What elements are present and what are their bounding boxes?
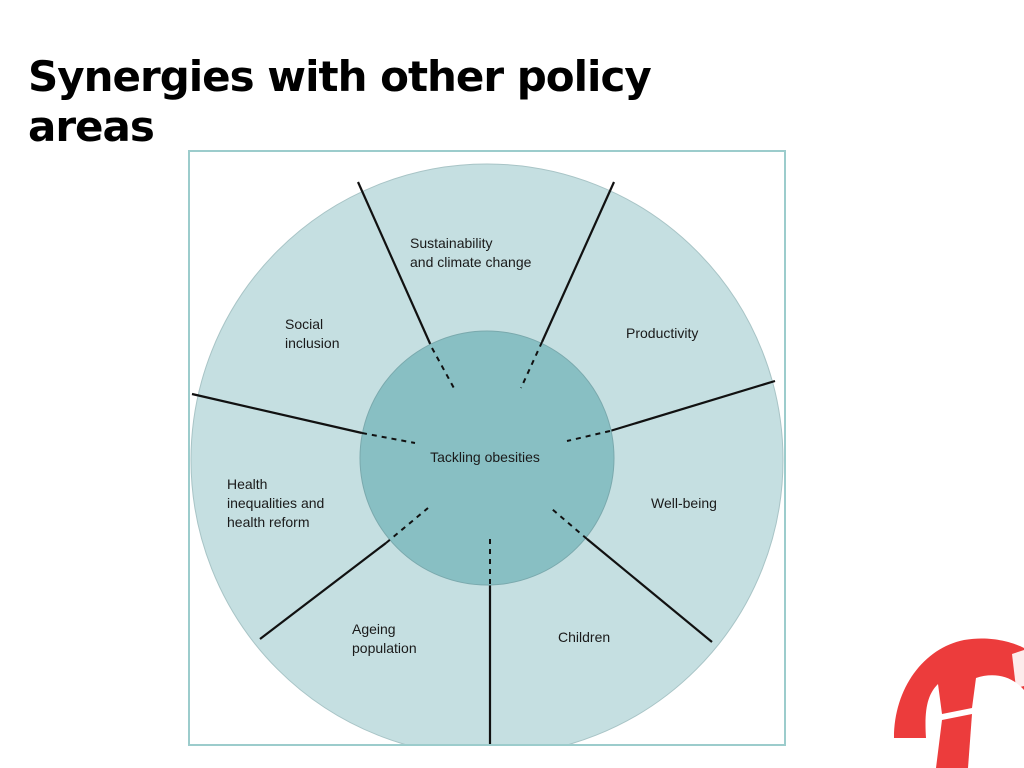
segment-label-sustainability: Sustainability and climate change <box>410 235 532 270</box>
dashed-social-sustainability <box>431 347 456 391</box>
segment-label-productivity: Productivity <box>626 325 698 341</box>
divider-productivity-wellbeing <box>609 379 776 433</box>
center-circle <box>359 330 615 586</box>
organisation-logo-icon <box>884 628 1024 768</box>
divider-health-social <box>191 392 363 435</box>
policy-synergies-diagram: Tackling obesities Sustainability and cl… <box>188 150 786 746</box>
logo-leg-shape <box>936 714 972 768</box>
segment-label-ageing: Ageing population <box>352 621 417 656</box>
divider-sustainability-productivity <box>540 181 616 343</box>
segment-label-children: Children <box>558 629 610 645</box>
logo-wing-shape <box>1012 650 1024 688</box>
dashed-wellbeing-children <box>551 508 588 540</box>
center-label: Tackling obesities <box>430 449 540 465</box>
dashed-health-social <box>361 432 416 444</box>
dashed-productivity-wellbeing <box>566 430 611 442</box>
logo-arch-shape <box>894 638 1024 738</box>
slide-title: Synergies with other policy areas <box>28 52 652 151</box>
segment-label-health: Health inequalities and health reform <box>227 476 328 530</box>
segment-label-social: Social inclusion <box>285 316 339 351</box>
segment-label-wellbeing: Well-being <box>651 495 717 511</box>
dashed-sustainability-productivity <box>520 341 543 389</box>
diagram-canvas: Tackling obesities Sustainability and cl… <box>190 163 784 744</box>
divider-social-sustainability <box>356 181 434 349</box>
divider-ageing-health <box>259 542 387 640</box>
divider-wellbeing-children <box>586 538 713 643</box>
